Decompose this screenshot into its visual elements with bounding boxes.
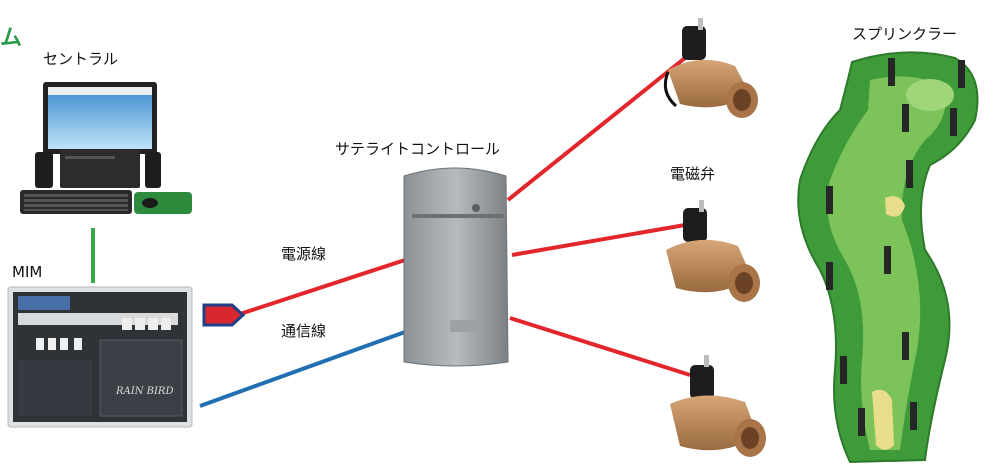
solenoid-valve-top xyxy=(663,18,758,118)
title-fragment: ム xyxy=(0,26,23,51)
satellite-controller xyxy=(403,167,509,367)
mim-label: MIM xyxy=(12,263,43,281)
power-lines xyxy=(239,56,691,377)
central-label: セントラル xyxy=(43,50,119,68)
brand-logo: RAIN BIRD xyxy=(115,386,173,397)
sprinkler-label: スプリンクラー xyxy=(852,25,958,43)
golf-course-map xyxy=(797,51,979,464)
power-connector xyxy=(202,303,246,327)
valve-label: 電磁弁 xyxy=(670,165,716,183)
comm-line-label: 通信線 xyxy=(281,322,327,340)
power-line-label: 電源線 xyxy=(281,245,327,263)
comm-line xyxy=(199,330,406,408)
satellite-label: サテライトコントロール xyxy=(335,140,501,158)
mim-panel: RAIN BIRD xyxy=(7,286,193,428)
central-computer xyxy=(20,82,192,214)
solenoid-valve-bottom xyxy=(670,355,766,457)
solenoid-valve-middle xyxy=(666,200,760,302)
